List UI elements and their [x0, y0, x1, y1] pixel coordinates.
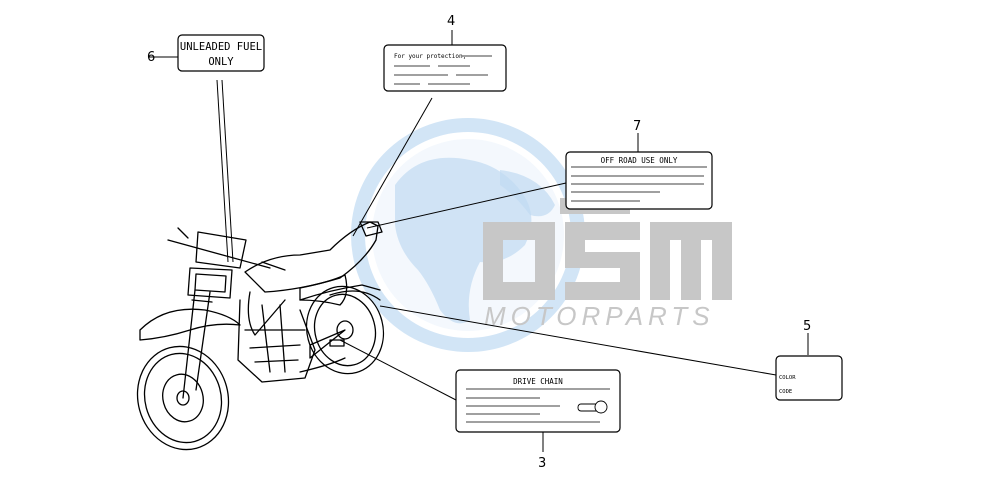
- label-color-code-line1: COLOR: [779, 375, 796, 381]
- label-color-code: COLOR CODE: [775, 355, 843, 401]
- callout-5: 5: [803, 319, 811, 334]
- callout-4: 4: [447, 14, 455, 29]
- leader-6: [216, 79, 229, 263]
- front-wheel: [136, 345, 230, 451]
- label-off-road: OFF ROAD USE ONLY: [565, 151, 713, 210]
- motorcycle-drawing: [136, 221, 385, 451]
- watermark: MOTORPARTS: [351, 118, 732, 352]
- label-unleaded-fuel-line2: ONLY: [208, 56, 234, 68]
- label-protection-text: For your protection,: [394, 53, 466, 60]
- leader-lines: [148, 30, 809, 452]
- label-drive-chain-text: DRIVE CHAIN: [513, 377, 563, 386]
- callout-7: 7: [633, 119, 641, 134]
- label-color-code-line2: CODE: [779, 389, 792, 395]
- wrench-icon: [577, 400, 608, 414]
- label-drive-chain: DRIVE CHAIN: [455, 369, 621, 433]
- watermark-subtitle: MOTORPARTS: [484, 301, 715, 331]
- leader-4: [352, 97, 433, 237]
- globe-icon: [351, 118, 585, 352]
- leader-5: [379, 305, 777, 376]
- callout-3: 3: [538, 456, 546, 471]
- label-protection: For your protection,: [383, 44, 507, 92]
- leader-7: [366, 182, 567, 229]
- label-off-road-text: OFF ROAD USE ONLY: [601, 156, 678, 165]
- label-unleaded-fuel-line1: UNLEADED FUEL: [180, 41, 262, 53]
- leader-3: [339, 339, 457, 401]
- rear-wheel: [305, 285, 385, 375]
- label-unleaded-fuel: UNLEADED FUEL ONLY: [177, 34, 265, 72]
- callout-6: 6: [147, 50, 155, 65]
